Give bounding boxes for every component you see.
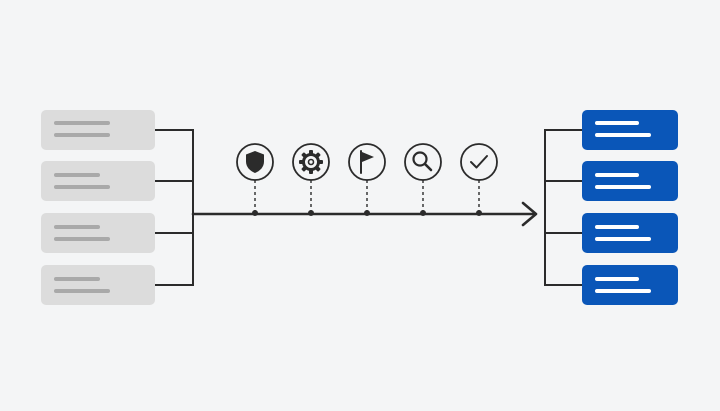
input-card <box>41 161 155 201</box>
shield-icon <box>246 151 264 173</box>
search-icon <box>412 151 433 172</box>
output-card <box>582 265 678 305</box>
pipeline-step <box>348 143 386 216</box>
output-cards <box>582 110 678 305</box>
pipeline-step <box>460 143 498 216</box>
flag-icon <box>360 150 374 174</box>
pipeline-steps <box>236 143 498 216</box>
input-card <box>41 265 155 305</box>
output-card <box>582 110 678 150</box>
output-card <box>582 161 678 201</box>
pipeline-step <box>404 143 442 216</box>
pipeline-step <box>292 143 330 216</box>
input-connector-bracket <box>155 129 194 286</box>
flow-arrow-head <box>521 201 538 227</box>
output-card <box>582 213 678 253</box>
check-icon <box>470 155 488 169</box>
input-cards <box>41 110 155 305</box>
output-connector-bracket <box>544 129 583 286</box>
input-card <box>41 110 155 150</box>
input-card <box>41 213 155 253</box>
pipeline-step <box>236 143 274 216</box>
gear-icon <box>299 150 323 174</box>
